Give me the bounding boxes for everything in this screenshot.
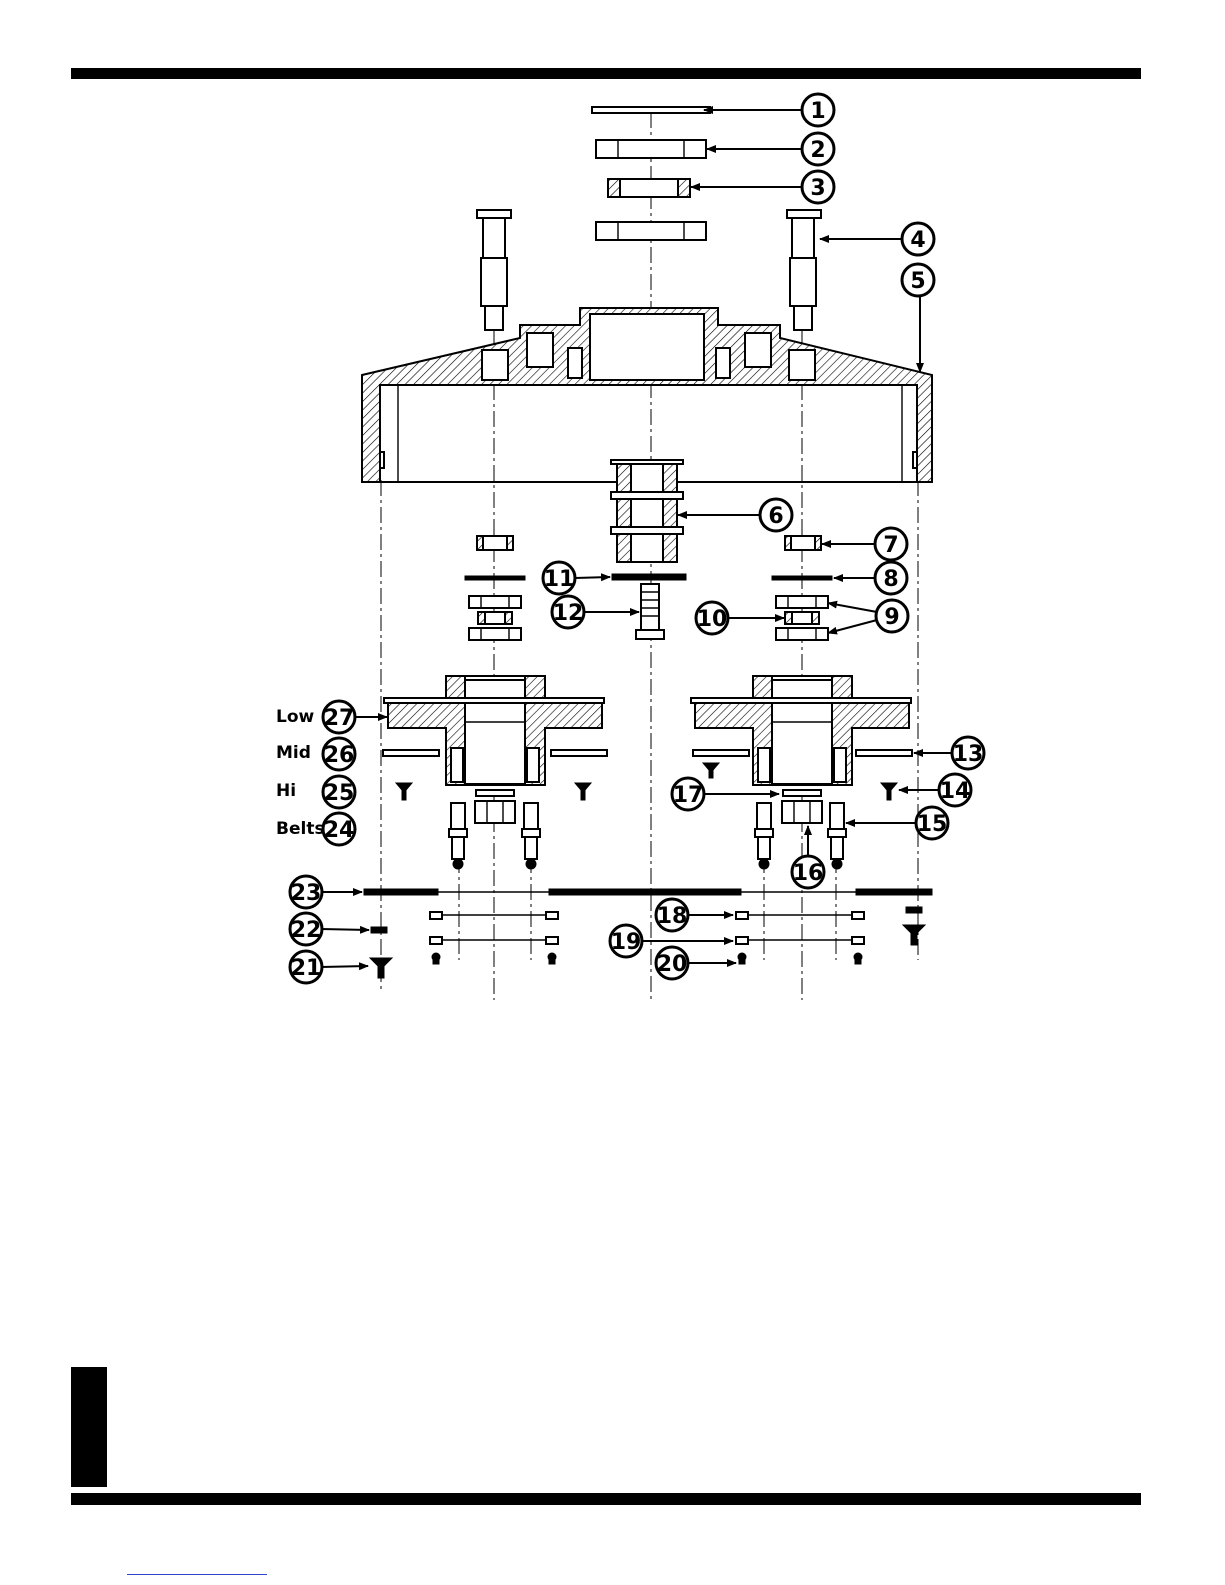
callout-5-number: 5	[910, 269, 925, 294]
callout-7-number: 7	[883, 533, 898, 558]
callout-14-number: 14	[940, 779, 971, 804]
part-washer-top	[592, 107, 710, 113]
callout-8-number: 8	[883, 567, 898, 592]
callout-14: 14	[939, 774, 971, 806]
callout-13: 13	[952, 737, 984, 769]
callout-16: 16	[792, 856, 824, 888]
part-main-housing	[362, 308, 932, 482]
callout-17: 17	[672, 778, 704, 810]
callout-10: 10	[696, 602, 728, 634]
callout-11-number: 11	[544, 567, 575, 592]
callout-2: 2	[802, 133, 834, 165]
callout-2-number: 2	[810, 138, 825, 163]
callout-6: 6	[760, 499, 792, 531]
callout-8: 8	[875, 562, 907, 594]
callout-4: 4	[902, 223, 934, 255]
callout-1: 1	[802, 94, 834, 126]
part-pulley-right	[691, 676, 911, 785]
callout-21-number: 21	[291, 956, 322, 981]
part-stack-bearings	[611, 460, 683, 562]
callout-23-number: 23	[291, 881, 322, 906]
callout-10-number: 10	[697, 607, 728, 632]
callout-7: 7	[875, 528, 907, 560]
callout-5: 5	[902, 264, 934, 296]
callout-22-number: 22	[291, 918, 322, 943]
part-belt-rods	[430, 912, 864, 944]
callout-18: 18	[656, 899, 688, 931]
callout-26: 26	[323, 738, 355, 770]
callout-21: 21	[290, 951, 322, 983]
callout-23: 23	[290, 876, 322, 908]
callout-19-number: 19	[611, 930, 642, 955]
callout-9-number: 9	[884, 605, 899, 630]
callout-3: 3	[802, 171, 834, 203]
part-feet	[370, 907, 925, 978]
callout-16-number: 16	[793, 861, 824, 886]
callout-6-number: 6	[768, 504, 783, 529]
part-pulley-left	[384, 676, 604, 785]
callout-12-number: 12	[553, 601, 584, 626]
callout-25-number: 25	[324, 781, 355, 806]
callout-11: 11	[543, 562, 575, 594]
label-belts: Belts	[276, 819, 325, 839]
callout-15: 15	[916, 807, 948, 839]
callout-20-number: 20	[657, 952, 688, 977]
part-center-screw	[636, 584, 664, 639]
part-bushing	[608, 179, 690, 197]
callout-22: 22	[290, 913, 322, 945]
callout-13-number: 13	[953, 742, 984, 767]
part-shims	[465, 574, 832, 580]
part-bottom-plate	[364, 889, 932, 895]
callout-24: 24	[323, 813, 355, 845]
callout-26-number: 26	[324, 743, 355, 768]
label-low: Low	[276, 707, 315, 727]
callout-12: 12	[552, 596, 584, 628]
callout-27: 27	[323, 701, 355, 733]
callout-18-number: 18	[657, 904, 688, 929]
callout-24-number: 24	[324, 818, 355, 843]
callout-9: 9	[876, 600, 908, 632]
callout-3-number: 3	[810, 176, 825, 201]
label-mid: Mid	[276, 743, 311, 763]
callout-1-number: 1	[810, 99, 825, 124]
label-hi: Hi	[276, 781, 296, 801]
callout-17-number: 17	[673, 783, 704, 808]
callout-4-number: 4	[910, 228, 925, 253]
callout-27-number: 27	[324, 706, 355, 731]
part-tiny-screws	[432, 953, 862, 964]
callout-25: 25	[323, 776, 355, 808]
callout-15-number: 15	[917, 812, 948, 837]
callout-19: 19	[610, 925, 642, 957]
callout-20: 20	[656, 947, 688, 979]
